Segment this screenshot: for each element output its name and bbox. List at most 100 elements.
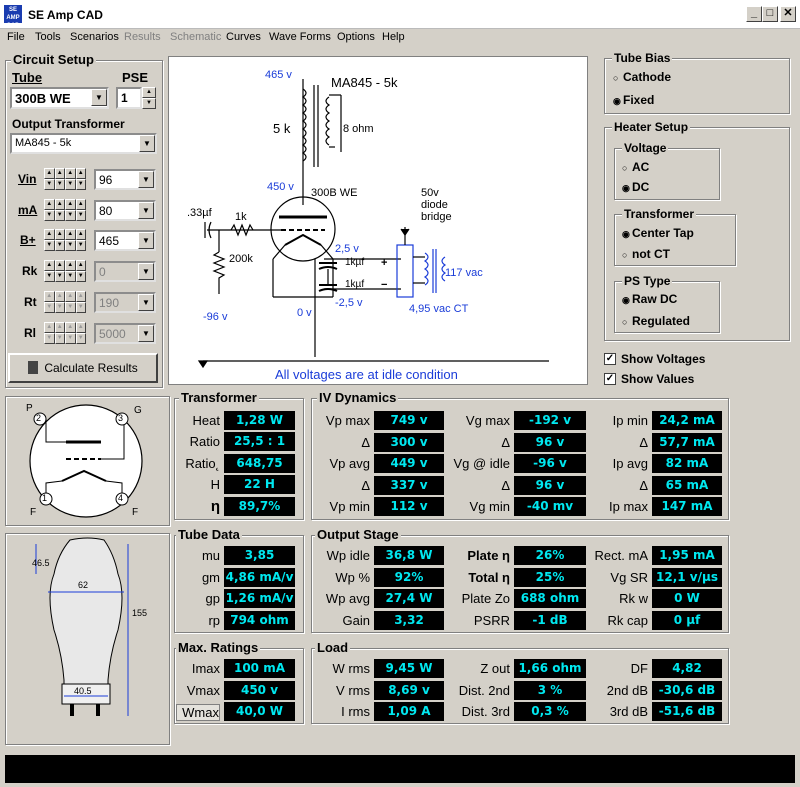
- schematic-v0: 0 v: [297, 307, 312, 319]
- show-values-checkbox[interactable]: ✓: [604, 373, 616, 385]
- max-ratings-title: Max. Ratings: [176, 640, 261, 655]
- bplus-spinner[interactable]: ▲▲▲▲▼▼▼▼: [44, 229, 86, 251]
- chevron-down-icon: ▼: [138, 263, 154, 280]
- radio-fixed[interactable]: ◉Fixed: [613, 93, 654, 107]
- tube-outline-diagram: [35, 537, 129, 716]
- vmax-value: 450 v: [224, 681, 295, 700]
- maximize-button[interactable]: □: [762, 6, 778, 22]
- rt-select[interactable]: 190▼: [94, 292, 156, 313]
- ma-select[interactable]: 80▼: [94, 200, 156, 221]
- minimize-button[interactable]: _: [746, 6, 762, 22]
- output-col1-row1-label: Wp %: [335, 569, 370, 585]
- tube-outline-panel: 46.5 62 155 40.5: [5, 533, 170, 745]
- voltage-title: Voltage: [622, 141, 669, 155]
- vmax-label: Vmax: [186, 683, 220, 698]
- close-button[interactable]: ✕: [780, 6, 796, 22]
- schematic-vneg96: -96 v: [203, 311, 228, 323]
- schematic-note: All voltages are at idle condition: [275, 367, 458, 382]
- iv-dynamics-group: [311, 398, 729, 520]
- rk-select[interactable]: 0▼: [94, 261, 156, 282]
- radio-not-ct[interactable]: ○not CT: [622, 247, 670, 261]
- output-col2-row0-label: Plate η: [467, 548, 510, 563]
- menu-curves[interactable]: Curves: [226, 31, 261, 43]
- mu-value: 3,85: [224, 546, 295, 565]
- iv-col2-row3-label: Δ: [501, 477, 510, 493]
- vin-select[interactable]: 96▼: [94, 169, 156, 190]
- tube-bias-group: [604, 58, 790, 114]
- tube-select[interactable]: 300B WE▼: [10, 87, 109, 109]
- output-col2-row2-value: 688 ohm: [514, 589, 586, 609]
- radio-selected-icon: ◉: [613, 96, 621, 106]
- output-col3-row1-label: Vg SR: [610, 569, 648, 585]
- load-col1-row1-value: 8,69 v: [374, 680, 444, 700]
- iv-col3-row0-value: 24,2 mA: [652, 411, 722, 430]
- menu-file[interactable]: File: [7, 31, 25, 43]
- menu-wave-forms[interactable]: Wave Forms: [269, 31, 331, 43]
- heater-setup-title: Heater Setup: [612, 120, 691, 134]
- menu-results[interactable]: Results: [124, 31, 161, 43]
- rl-select[interactable]: 5000▼: [94, 323, 156, 344]
- rk-spinner[interactable]: ▲▲▲▲▼▼▼▼: [44, 260, 86, 282]
- radio-regulated[interactable]: ○Regulated: [622, 314, 690, 328]
- gp-label: gp: [205, 591, 220, 606]
- title-bar: SE AMP CAD SE Amp CAD _ □ ✕: [0, 0, 800, 29]
- radio-raw-dc[interactable]: ◉Raw DC: [622, 292, 677, 306]
- iv-col3-row2-value: 82 mA: [652, 454, 722, 473]
- radio-cathode[interactable]: ○Cathode: [613, 70, 671, 84]
- bplus-select[interactable]: 465▼: [94, 230, 156, 251]
- output-col3-row0-value: 1,95 mA: [652, 546, 722, 565]
- load-col2-row0-value: 1,66 ohm: [514, 659, 586, 678]
- iv-col2-row1-value: 96 v: [514, 432, 586, 452]
- load-col2-row2-value: 0,3 %: [514, 702, 586, 721]
- iv-col1-row3-label: Δ: [361, 477, 370, 493]
- iv-col3-row3-value: 65 mA: [652, 475, 722, 495]
- pse-spinner[interactable]: ▲▼: [142, 87, 156, 109]
- output-col3-row2-label: Rk w: [619, 591, 648, 607]
- heater-setup-group: [604, 127, 790, 341]
- menu-help[interactable]: Help: [382, 31, 405, 43]
- schematic-primary: 5 k: [273, 121, 291, 136]
- ma-spinner[interactable]: ▲▲▲▲▼▼▼▼: [44, 199, 86, 221]
- show-voltages-checkbox[interactable]: ✓: [604, 353, 616, 365]
- output-stage-group: [311, 535, 729, 633]
- menu-schematic[interactable]: Schematic: [170, 31, 222, 43]
- iv-col2-row4-value: -40 mv: [514, 497, 586, 516]
- rl-spinner[interactable]: ▲▲▲▲▼▼▼▼: [44, 322, 86, 344]
- menu-tools[interactable]: Tools: [35, 31, 61, 43]
- chevron-down-icon: ▼: [138, 171, 154, 188]
- menu-options[interactable]: Options: [337, 31, 375, 43]
- load-col1-row0-value: 9,45 W: [374, 659, 444, 678]
- radio-dc[interactable]: ◉DC: [622, 180, 649, 194]
- calculate-results-button[interactable]: Calculate Results: [8, 353, 158, 383]
- rt-spinner[interactable]: ▲▲▲▲▼▼▼▼: [44, 291, 86, 313]
- show-voltages-label: Show Voltages: [621, 352, 706, 366]
- radio-cathode-label: Cathode: [623, 70, 671, 84]
- radio-selected-icon: ◉: [622, 295, 630, 305]
- transformer-results-title: Transformer: [179, 390, 259, 405]
- output-col3-row2-value: 0 W: [652, 589, 722, 609]
- bplus-label: B+: [20, 233, 36, 247]
- efficiency-value: 89,7%: [224, 497, 295, 516]
- iv-col1-row1-label: Δ: [361, 434, 370, 450]
- output-transformer-select[interactable]: MA845 - 5k▼: [10, 133, 157, 154]
- chevron-down-icon: ▼: [91, 89, 107, 106]
- radio-center-tap[interactable]: ◉Center Tap: [622, 226, 694, 240]
- schematic-tube: 300B WE: [311, 187, 358, 199]
- radio-selected-icon: ◉: [622, 183, 630, 193]
- tube-pinout-diagram: [29, 404, 143, 518]
- menu-scenarios[interactable]: Scenarios: [70, 31, 119, 43]
- schematic-bridge-1: 50v: [421, 187, 439, 199]
- radio-ac[interactable]: ○AC: [622, 160, 649, 174]
- radio-raw-dc-label: Raw DC: [632, 292, 678, 306]
- iv-dynamics-title: IV Dynamics: [317, 390, 399, 405]
- pse-input[interactable]: 1: [116, 87, 142, 109]
- tube-bias-title: Tube Bias: [612, 51, 673, 65]
- radio-ac-label: AC: [632, 160, 650, 174]
- rl-label: Rl: [24, 326, 36, 340]
- output-col3-row3-label: Rk cap: [607, 613, 648, 629]
- vin-spinner[interactable]: ▲▲▲▲▼▼▼▼: [44, 168, 86, 190]
- vin-label: Vin: [18, 172, 37, 186]
- schematic-v25: 2,5 v: [335, 243, 359, 255]
- load-col1-row0-label: W rms: [332, 661, 370, 676]
- dim-height-total: 155: [132, 608, 148, 618]
